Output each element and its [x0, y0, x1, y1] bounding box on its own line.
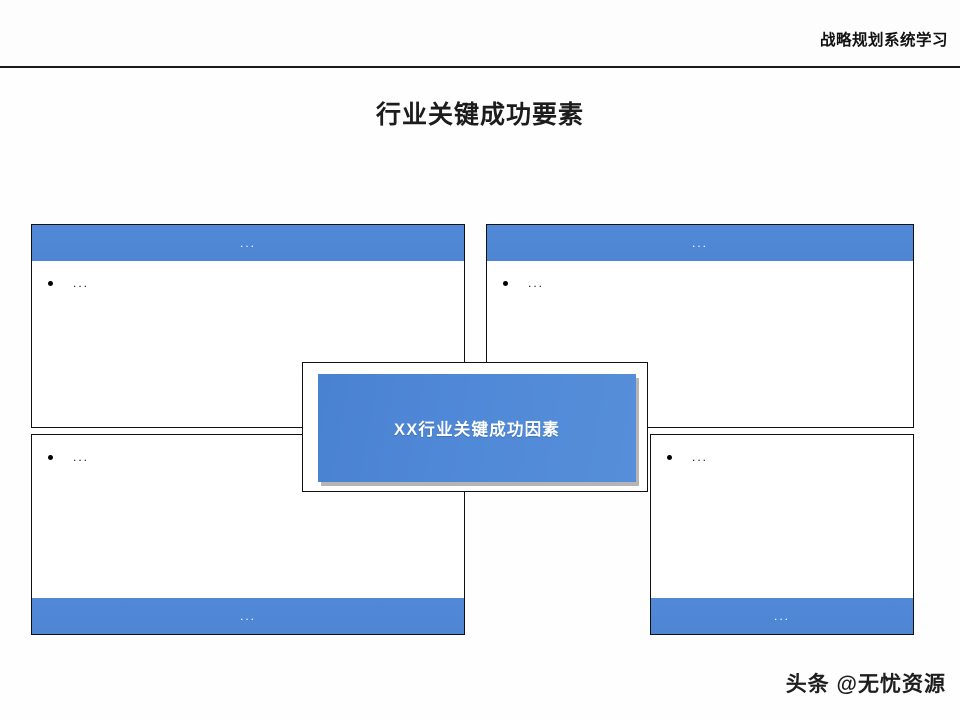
panel-bottom-left-body: ... [32, 435, 464, 475]
page-title: 行业关键成功要素 [375, 101, 584, 129]
header-divider-rule [0, 66, 960, 68]
panel-bottom-right-bullet-text: ... [692, 450, 709, 464]
list-item: ... [503, 275, 897, 291]
bullet-dot-icon [503, 281, 508, 286]
panel-top-left-bullet-text: ... [73, 276, 90, 290]
panel-top-left[interactable]: ... ... [31, 224, 465, 428]
panel-bottom-right[interactable]: ... ... [650, 434, 914, 635]
panel-bottom-right-body: ... [651, 435, 913, 475]
panel-top-left-body: ... [32, 261, 464, 301]
watermark-text: 头条 @无忧资源 [785, 673, 946, 696]
header-course-title: 战略规划系统学习 [819, 32, 948, 49]
bullet-dot-icon [667, 455, 672, 460]
panel-top-left-header-bar[interactable]: ... [32, 225, 464, 261]
bullet-dot-icon [48, 281, 53, 286]
slide-header: 战略规划系统学习 [0, 0, 960, 67]
panel-top-right-bullet-text: ... [528, 276, 545, 290]
panel-bottom-left-bullet-text: ... [73, 450, 90, 464]
panel-bottom-right-footer-bar[interactable]: ... [651, 598, 913, 634]
bullet-dot-icon [48, 455, 53, 460]
list-item: ... [48, 275, 448, 291]
panel-top-right-body: ... [487, 261, 913, 301]
center-callout-box[interactable]: XX行业关键成功因素 [318, 374, 636, 482]
panel-top-right-header-bar[interactable]: ... [487, 225, 913, 261]
list-item: ... [667, 449, 897, 465]
center-callout-label: XX行业关键成功因素 [393, 421, 560, 439]
panel-bottom-left-footer-bar[interactable]: ... [32, 598, 464, 634]
list-item: ... [48, 449, 448, 465]
